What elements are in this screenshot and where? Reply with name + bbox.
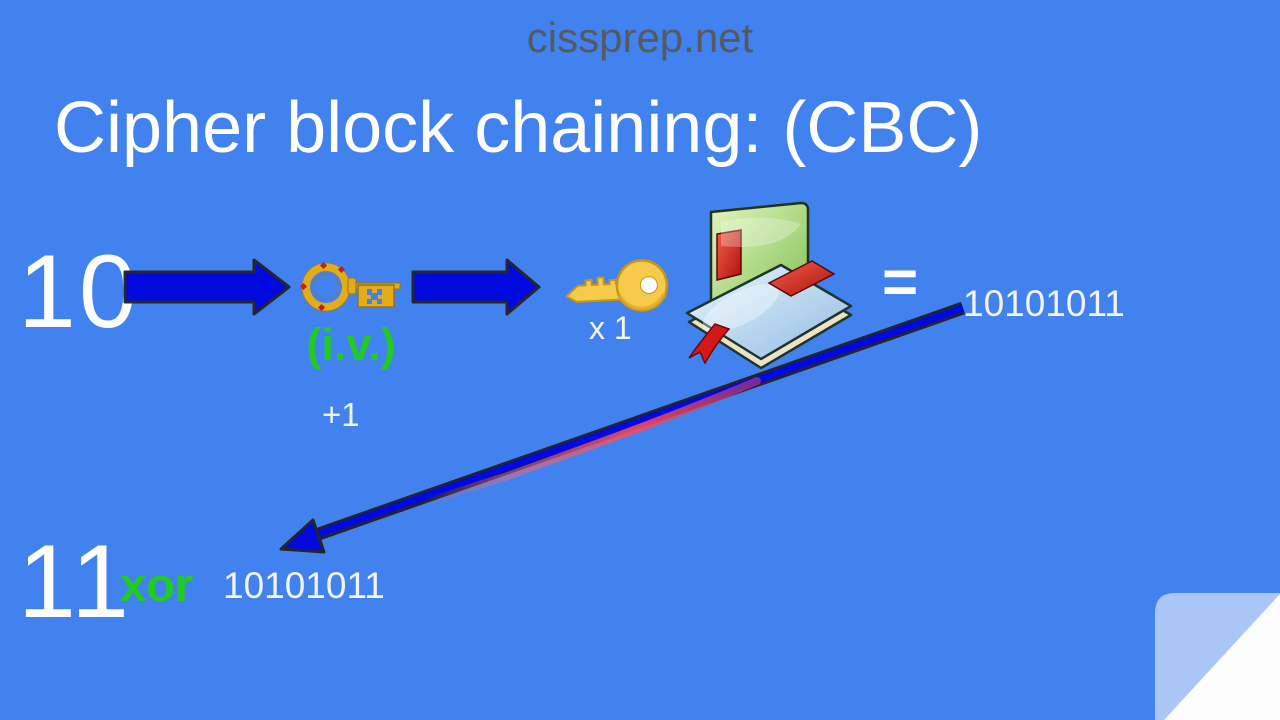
right-arrow-icon <box>123 258 291 316</box>
bookmark-ribbon <box>688 323 731 365</box>
key-count: x 1 <box>589 310 632 346</box>
xor-operator: xor <box>120 558 194 611</box>
previous-ciphertext: 10101011 <box>223 565 385 606</box>
yellow-key-icon <box>565 259 669 312</box>
red-trail <box>418 377 761 508</box>
plaintext-block-2: 11 <box>18 524 132 640</box>
iv-increment: +1 <box>322 396 360 433</box>
books-icon <box>685 201 853 370</box>
key-jewels <box>299 261 346 312</box>
page-title: Cipher block chaining: (CBC) <box>54 88 983 168</box>
page-curl <box>1155 593 1280 720</box>
watermark: cissprep.net <box>526 14 754 61</box>
right-arrow-icon <box>411 258 541 316</box>
antique-key-icon <box>299 261 401 312</box>
ciphertext: 10101011 <box>963 283 1125 324</box>
iv-label: (i.v.) <box>306 319 396 370</box>
equals-sign: = <box>882 248 919 317</box>
plaintext-block-1: 10 <box>18 234 140 350</box>
